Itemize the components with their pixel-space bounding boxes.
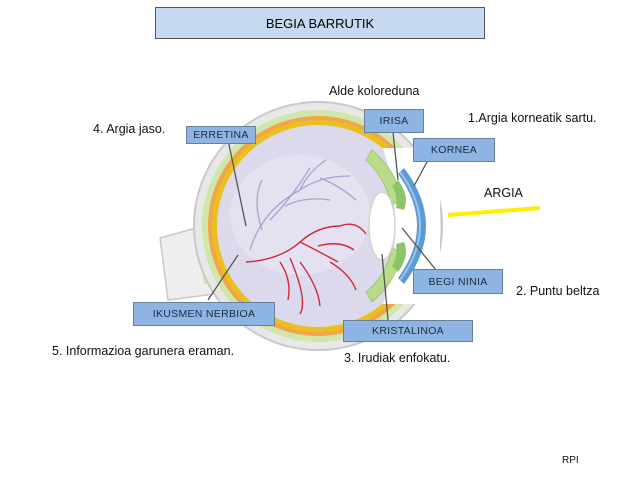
note-step-2: 2. Puntu beltza [516, 284, 600, 298]
iris-front-upper [392, 180, 406, 210]
lens [368, 191, 396, 261]
label-kornea: KORNEA [413, 138, 495, 162]
note-alde-koloreduna: Alde koloreduna [329, 84, 420, 98]
label-ikusmen-nerbioa: IKUSMEN NERBIOA [133, 302, 275, 326]
blood-vessels [245, 223, 367, 315]
light-ray [447, 206, 541, 217]
label-irisa: IRISA [364, 109, 424, 133]
cornea [398, 168, 426, 284]
label-erretina: ERRETINA [186, 126, 256, 144]
pointer-lines [207, 131, 437, 321]
footer-credit: RPI [562, 455, 579, 466]
page-title: BEGIA BARRUTIK [155, 7, 485, 39]
label-begi-ninia: BEGI NINIA [413, 269, 503, 294]
note-argia: ARGIA [484, 186, 523, 200]
note-step-1: 1.Argia korneatik sartu. [468, 111, 597, 125]
note-step-3: 3. Irudiak enfokatu. [344, 351, 451, 365]
note-step-4: 4. Argia jaso. [93, 122, 166, 136]
retina-vessels [249, 159, 357, 251]
iris-front-lower [392, 242, 406, 272]
label-kristalinoa: KRISTALINOA [343, 320, 473, 342]
note-step-5: 5. Informazioa garunera eraman. [52, 344, 235, 358]
